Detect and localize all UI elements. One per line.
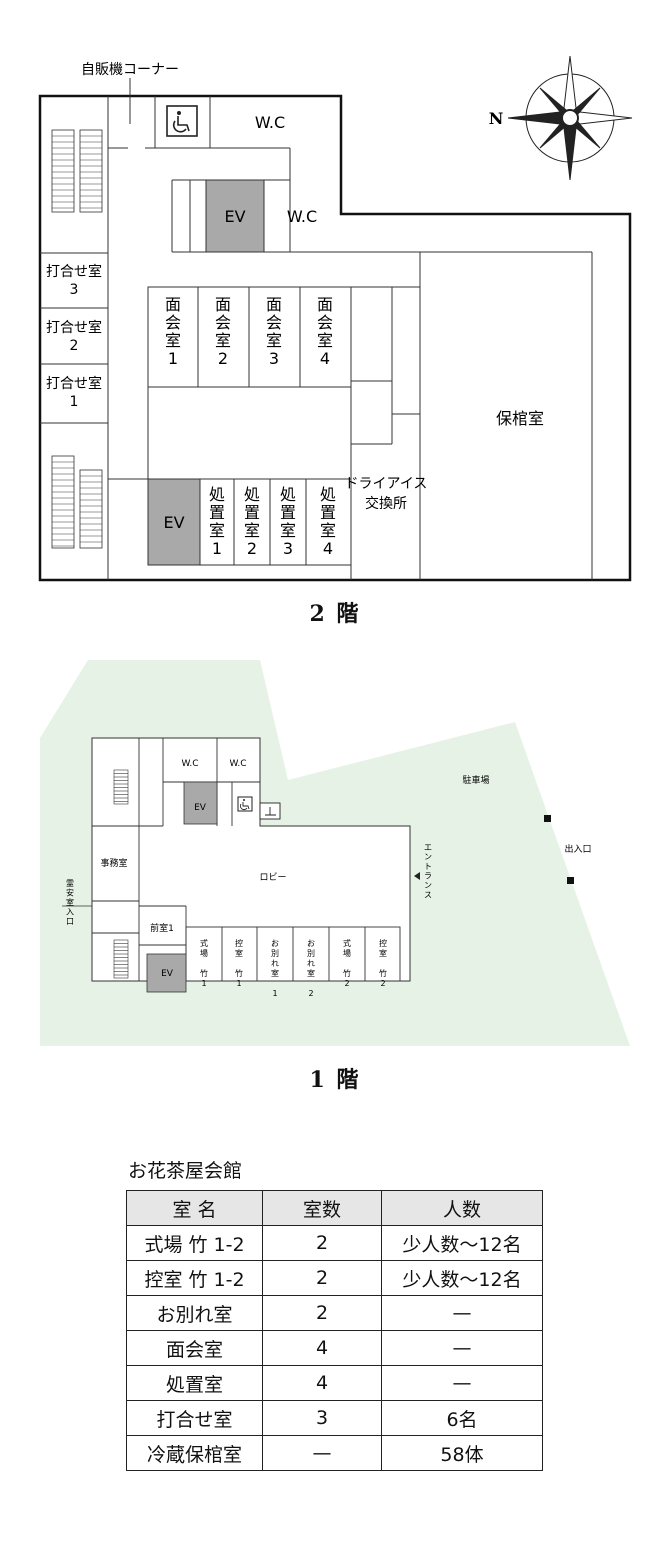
stairs-lower [51,455,103,549]
ev-label-2: EV [163,513,184,532]
table-cell: 面会室 [126,1330,263,1366]
f1-wc-2: W.C [229,759,246,769]
compass-icon [507,55,633,181]
table-cell: 4 [262,1365,382,1401]
table-cell: — [381,1365,543,1401]
ev-f1-lower [146,953,187,993]
stairs-upper [51,129,103,213]
table-row: 冷蔵保棺室—58体 [126,1435,543,1471]
facility-name: お花茶屋会館 [128,1160,243,1182]
dry-ice-exchange: ドライアイス交換所 [345,476,428,512]
table-cell: — [262,1435,382,1471]
table-cell: 4 [262,1330,382,1366]
ev-lower [147,478,201,566]
f1-office: 事務室 [100,857,127,869]
table-cell: 少人数～12名 [381,1260,543,1296]
entrance-arrow-icon [414,872,420,880]
f1-ev-1: EV [194,803,207,813]
storage-label: 保棺室 [496,409,544,428]
table-header-2: 室数 [262,1190,382,1226]
f1-parking: 駐車場 [462,774,489,786]
table-cell: 2 [262,1295,382,1331]
floor1-label: 1 階 [309,1067,361,1093]
table-cell: 打合せ室 [126,1400,263,1436]
table-cell: — [381,1295,543,1331]
f1-exit: 出入口 [564,843,591,855]
floor2-label: 2 階 [309,601,361,627]
table-header-1: 室 名 [126,1190,263,1226]
f1-entrance: エントランス [424,843,432,900]
wc-label-2: W.C [287,207,317,226]
ev-upper [205,179,265,253]
gate-post-2 [567,877,574,884]
f1-lobby: ロビー [259,872,286,883]
table-cell: 少人数～12名 [381,1225,543,1261]
f1-wc-1: W.C [181,759,198,769]
table-cell: 式場 竹 1-2 [126,1225,263,1261]
compass-north-label: N [489,109,504,128]
f1-reian-entrance: 霊安室入口 [66,879,74,926]
wheelchair-icon [166,105,198,137]
table-header-3: 人数 [381,1190,543,1226]
ev-f1-upper [183,781,218,825]
f1-ev-2: EV [161,969,174,979]
table-cell: 2 [262,1225,382,1261]
table-cell: 処置室 [126,1365,263,1401]
table-cell: 6名 [381,1400,543,1436]
table-cell: お別れ室 [126,1295,263,1331]
toilet-icon [259,802,281,820]
table-cell: 3 [262,1400,382,1436]
wheelchair-icon-f1 [237,796,253,812]
table-cell: 58体 [381,1435,543,1471]
wc-label-1: W.C [255,113,285,132]
table-cell: 冷蔵保棺室 [126,1435,263,1471]
table-cell: — [381,1330,543,1366]
ev-label-1: EV [224,207,245,226]
vending-corner-label: 自販機コーナー [81,62,179,78]
gate-post-1 [544,815,551,822]
f1-anteroom: 前室1 [150,922,174,934]
table-cell: 2 [262,1260,382,1296]
table-cell: 控室 竹 1-2 [126,1260,263,1296]
